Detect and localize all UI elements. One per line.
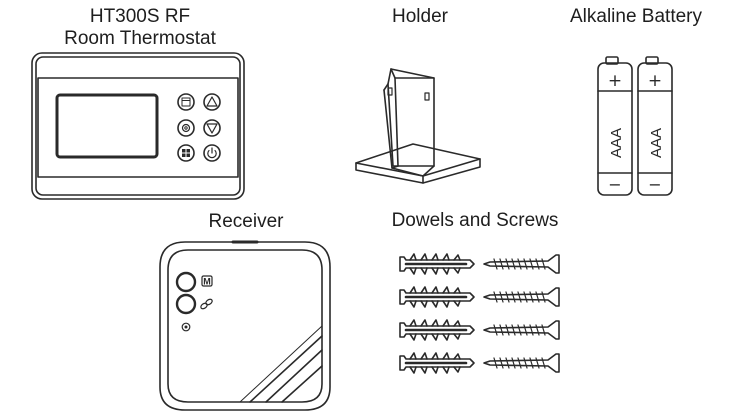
holder-stand <box>355 68 481 184</box>
dowel-and-screw-row <box>398 318 561 342</box>
schedule-icon <box>177 93 195 111</box>
battery-left-minus: − <box>608 175 621 194</box>
led-indicator-icon <box>181 322 191 332</box>
thermostat-device <box>31 52 245 200</box>
dowel-and-screw-row <box>398 285 561 309</box>
receiver-device <box>159 240 331 411</box>
battery-right-type: AAA <box>648 128 665 158</box>
battery-label: Alkaline Battery <box>569 6 702 27</box>
down-arrow-icon <box>203 119 221 137</box>
battery-right-minus: − <box>648 175 661 194</box>
dowel-and-screw-row <box>399 253 560 275</box>
dowel-and-screw-row <box>398 351 561 375</box>
battery-left <box>597 56 633 196</box>
menu-grid-icon <box>177 144 195 162</box>
holder-label: Holder <box>392 6 448 27</box>
battery-left-plus: + <box>608 71 622 91</box>
thermostat-title-line2: Room Thermostat <box>64 28 216 49</box>
link-icon <box>200 298 213 310</box>
battery-right-plus: + <box>648 71 662 91</box>
receiver-m-letter: M <box>203 277 211 287</box>
battery-right <box>637 56 673 196</box>
dowels-label: Dowels and Screws <box>391 210 559 231</box>
settings-icon <box>177 119 195 137</box>
receiver-button-m <box>175 271 197 293</box>
receiver-label: Receiver <box>208 211 284 232</box>
thermostat-screen <box>55 93 159 159</box>
battery-left-type: AAA <box>608 128 625 158</box>
receiver-button-link <box>175 293 197 315</box>
up-arrow-icon <box>203 93 221 111</box>
thermostat-title-line1: HT300S RF <box>89 6 191 27</box>
power-icon <box>203 144 221 162</box>
m-badge <box>201 275 213 287</box>
